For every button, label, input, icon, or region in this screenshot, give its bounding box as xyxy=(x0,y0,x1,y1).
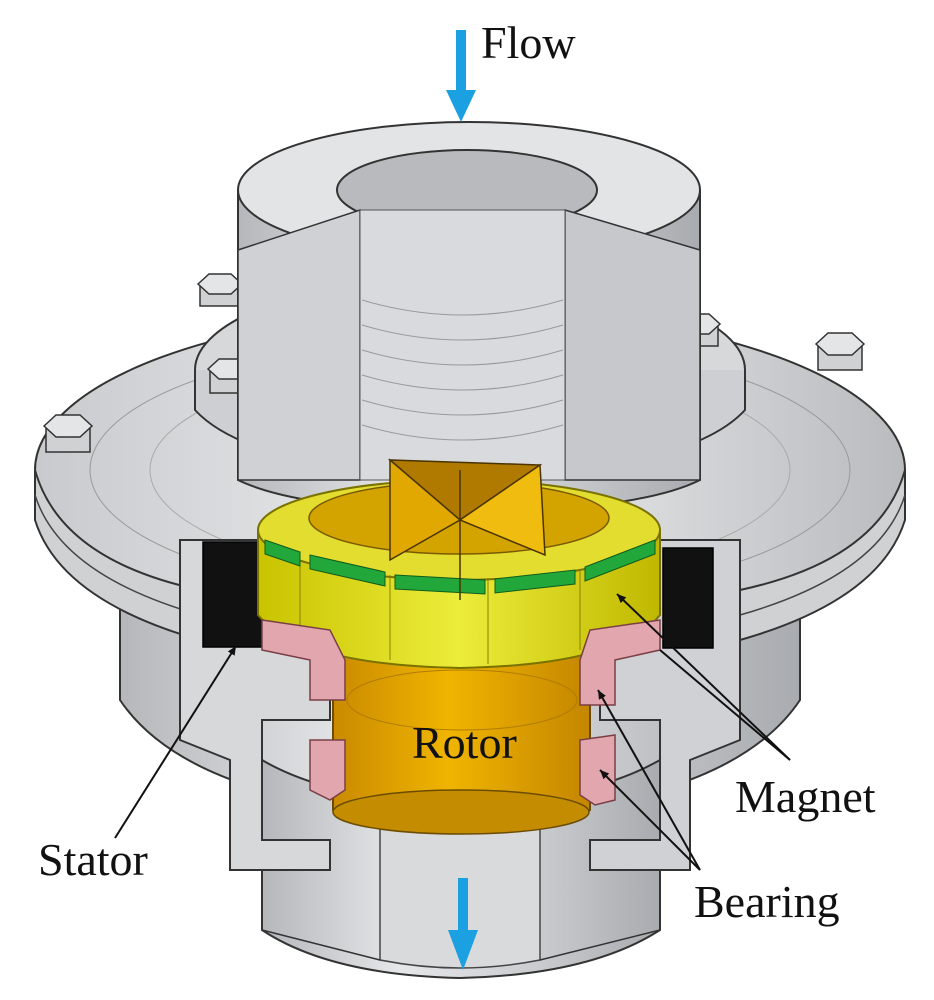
flow-arrow-out xyxy=(448,878,478,970)
flow-arrow-in xyxy=(446,30,476,122)
magnet-leader-1 xyxy=(616,593,791,761)
label-bearing: Bearing xyxy=(694,876,840,927)
rotor xyxy=(332,639,591,835)
stator-block-right xyxy=(662,547,714,649)
bolt xyxy=(196,273,244,307)
turbine-blades xyxy=(387,458,546,600)
bearing-upper-right xyxy=(579,619,661,706)
bolt xyxy=(814,332,866,371)
leader-lines xyxy=(114,593,791,871)
inlet-pipe xyxy=(237,121,701,514)
bearing-upper-left xyxy=(261,619,346,701)
stator-leader xyxy=(114,645,237,839)
bearing-lower-right xyxy=(579,734,616,806)
bolt xyxy=(42,414,94,453)
bearing-leader-1 xyxy=(597,689,701,871)
label-stator: Stator xyxy=(38,834,148,885)
bearing-lower-left xyxy=(309,739,346,801)
label-rotor: Rotor xyxy=(412,717,517,768)
bearing-leader-2 xyxy=(599,769,701,871)
label-flow: Flow xyxy=(481,17,576,68)
label-magnet: Magnet xyxy=(735,771,876,822)
stator-block-left xyxy=(202,541,264,648)
magnet-leader-2 xyxy=(659,649,791,761)
